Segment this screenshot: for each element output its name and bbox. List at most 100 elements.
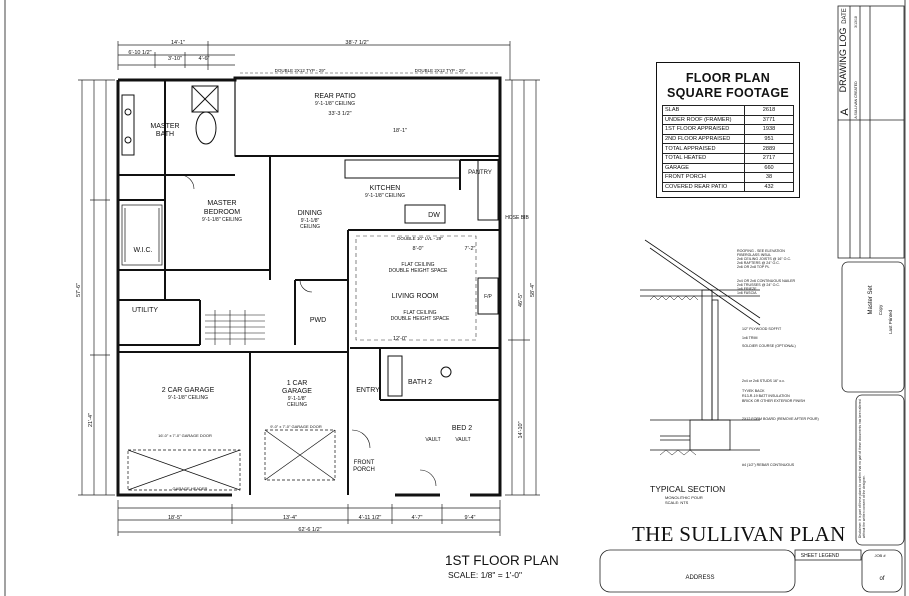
left-dimension-lines <box>78 79 115 496</box>
sheet-legend-label: SHEET LEGEND <box>801 553 840 559</box>
room-labels: REAR PATIO 9'-1-1/8" CEILING MASTER BATH… <box>132 93 530 491</box>
dim-bot5: 9'-4" <box>465 515 476 521</box>
section-note: SOLDIER COURSE (OPTIONAL) <box>742 344 796 348</box>
label-garage-door-2: 9'-0" x 7'-0" GARAGE DOOR <box>270 424 322 429</box>
kitchen-counters <box>344 159 499 224</box>
dim-left1: 57'-6" <box>76 283 82 297</box>
label-pantry: PANTRY <box>468 170 492 176</box>
dim-top5: 4'-6" <box>199 56 210 62</box>
sheet-letter: A <box>839 108 851 116</box>
stairs <box>205 310 265 345</box>
floor-title: 1ST FLOOR PLAN <box>445 553 559 568</box>
log-entry: A SULLIVAN CREATED <box>854 81 858 119</box>
section-sub1: MONOLITHIC POUR <box>665 495 703 500</box>
section-note: 2X12 FORM BOARD (REMOVE AFTER POUR) <box>742 417 819 421</box>
label-rear-patio: REAR PATIO <box>314 93 356 100</box>
garage-doors <box>127 429 336 491</box>
section-note: FIBERGLASS INSUL <box>737 253 771 257</box>
bottom-dimension-lines <box>117 500 501 536</box>
section-note: 2x4 or 2x6 STUDS 16" o.c. <box>742 379 785 383</box>
door-swings <box>179 174 437 487</box>
date-label: DATE <box>842 8 848 24</box>
label-master-bedroom2: BEDROOM <box>204 209 240 216</box>
label-one-car-garage-ceiling2: CEILING <box>287 402 307 408</box>
label-fireplace: F/P <box>484 294 492 300</box>
label-garage-header: GARAGE HEADER <box>173 486 208 491</box>
label-one-car-garage: 1 CAR <box>287 380 308 387</box>
section-note: TYVEK BACK <box>742 389 765 393</box>
label-kitchen-ceiling: 9'-1-1/8" CEILING <box>365 193 405 199</box>
dim-right2: 14'-10" <box>518 421 524 438</box>
section-note: #4 (1/2") REBAR CONTINUOUS <box>742 463 795 467</box>
dim-left2: 21'-4" <box>88 413 94 427</box>
dim-living2: 8'-0" <box>413 246 424 252</box>
label-garage-door-1: 16'-0" x 7'-0" GARAGE DOOR <box>158 433 212 438</box>
section-note: 2x4 OR 2x6 CONTINUOUS NAILER <box>737 279 796 283</box>
interior-walls <box>118 80 500 495</box>
dim-living1: 12'-0" <box>393 336 407 342</box>
label-master-bedroom: MASTER <box>207 200 236 207</box>
dim-bot4: 4'-7" <box>412 515 423 521</box>
last-printed-label: Last Printed <box>888 309 893 334</box>
log-date: 3/13/18 <box>854 16 858 28</box>
wic-shelving <box>121 204 163 266</box>
dim-top2: 38'-7 1/2" <box>345 40 368 46</box>
label-two-car-garage-ceiling: 9'-1-1/8" CEILING <box>168 395 208 401</box>
right-dimension-lines <box>505 79 540 496</box>
section-note: 2x6 RAFTERS @ 24" O.C. <box>737 261 780 265</box>
dim-right1: 58'-4" <box>530 283 536 297</box>
sheet-of-label: of <box>879 576 884 582</box>
typical-section-detail <box>640 239 761 456</box>
label-rear-patio-ceiling: 9'-1-1/8" CEILING <box>315 101 355 107</box>
label-master-bath: MASTER <box>150 123 179 130</box>
section-note: 2x6 OR 2x8 TOP PL <box>737 265 770 269</box>
dim-bot3: 4'-11 1/2" <box>359 515 382 521</box>
address-label: ADDRESS <box>685 575 714 581</box>
dim-living3: 7'-2" <box>465 246 476 252</box>
dim-double-truss-1: DOUBLE 2X12 TYP - 29" <box>275 68 326 73</box>
master-set-label: Master Set <box>868 285 874 314</box>
label-dining-ceiling: 9'-1-1/8" <box>301 218 320 224</box>
dim-patio1: 33'-3 1/2" <box>328 111 351 117</box>
section-note: 1x6 FASCIA <box>737 291 757 295</box>
fireplace <box>477 277 499 315</box>
label-living-room: LIVING ROOM <box>392 293 439 300</box>
label-master-bath2: BATH <box>156 131 174 138</box>
dim-bot2: 13'-4" <box>283 515 297 521</box>
label-wic: W.I.C. <box>133 247 152 254</box>
label-two-car-garage: 2 CAR GARAGE <box>162 387 215 394</box>
label-bath2: BATH 2 <box>408 379 432 386</box>
section-note: 1/2" PLYWOOD SOFFIT <box>742 327 782 331</box>
section-note: 1x6 FRIEZE <box>737 287 757 291</box>
job-no-label: JOB # <box>874 553 886 558</box>
section-note: 2x6 CEILING JOISTS @ 16" O.C. <box>737 257 791 261</box>
label-double-height-1: DOUBLE HEIGHT SPACE <box>389 268 448 274</box>
label-master-bedroom-ceiling: 9'-1-1/8" CEILING <box>202 217 242 223</box>
bath-fixtures <box>121 85 452 397</box>
label-flat-ceiling-2: FLAT CEILING <box>403 310 436 316</box>
sqft-title-line1: FLOOR PLAN <box>685 71 771 85</box>
dimension-labels: 14'-1" 38'-7 1/2" 6'-10 1/2" 3'-10" 4'-6… <box>76 40 536 533</box>
label-entry: ENTRY <box>356 387 380 394</box>
label-front-porch2: PORCH <box>353 467 375 473</box>
dim-top4: 3'-10" <box>168 56 182 62</box>
dim-bot-total: 62'-6 1/2" <box>298 527 321 533</box>
sqft-title: FLOOR PLAN SQUARE FOOTAGE <box>657 71 799 101</box>
section-note: R13-R-19 BATT INSULATION <box>742 394 790 398</box>
section-note: 2x6 TRUSSES @ 24" O.C. <box>737 283 780 287</box>
label-flat-ceiling-1: FLAT CEILING <box>401 262 434 268</box>
label-pwd: PWD <box>310 317 326 324</box>
copy-label: Copy <box>878 304 883 315</box>
label-vault1: VAULT <box>425 437 440 443</box>
label-bed2: BED 2 <box>452 425 472 432</box>
label-dining-ceiling2: CEILING <box>300 224 320 230</box>
drawing-log-label: DRAWING LOG <box>838 28 848 93</box>
sqft-title-line2: SQUARE FOOTAGE <box>666 86 790 100</box>
dim-top1: 14'-1" <box>171 40 185 46</box>
dim-kitchen-double: DOUBLE 10" LVL - 29" <box>397 236 443 241</box>
disclaimer-box: Disclaimer: It is part of these plans to… <box>858 399 866 538</box>
title-block-text: DRAWING LOG DATE A A SULLIVAN CREATED 3/… <box>685 8 893 582</box>
